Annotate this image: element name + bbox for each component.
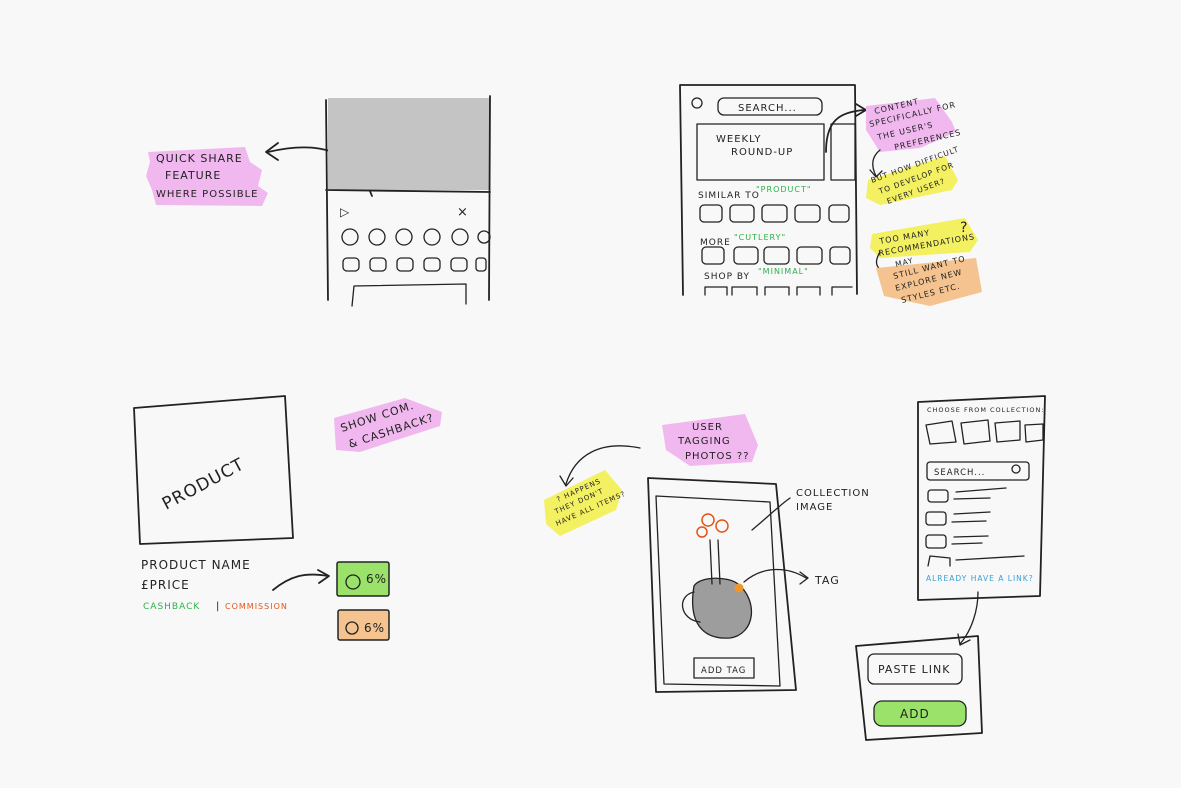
user-tagging-line-3: PHOTOS ?? [685,451,750,462]
recommendations-sketch: SEARCH... WEEKLY ROUND-UP SIMILAR TO "PR… [679,84,982,306]
tag-label: TAG [814,574,840,587]
tag-phone-outline [647,477,797,693]
tag-arrow [743,568,809,585]
share-sheet-icon: ▷ [340,205,350,219]
picker-search-input[interactable] [926,461,1030,481]
quick-share-line-1: QUICK SHARE [156,152,243,165]
product-name: PRODUCT NAME [141,558,251,572]
quick-share-line-2: FEATURE [165,169,221,182]
explore-line-1: MAY [894,256,914,269]
paste-link-panel [855,635,983,741]
quick-share-sticky [146,147,268,206]
share-sheet-backdrop [328,98,490,190]
more-value: "CUTLERY" [734,233,786,242]
paste-link-label: PASTE LINK [878,663,950,676]
commission-badge [337,609,390,641]
difficult-arrow [869,149,883,178]
reco-search-bar[interactable] [717,97,823,116]
add-tag-button[interactable] [693,657,755,679]
too-many-question: ? [960,220,968,236]
quick-share-sketch: QUICK SHARE FEATURE WHERE POSSIBLE ▷ × [146,95,491,307]
close-icon[interactable]: × [457,205,469,220]
vase-neck [709,539,721,585]
reco-phone-outline [679,84,858,296]
tag-dot[interactable] [734,583,744,593]
cashback-badge [336,561,390,597]
product-sketch: PRODUCT PRODUCT NAME £PRICE CASHBACK | C… [133,395,442,641]
shop-value: "MINIMAL" [758,267,809,276]
weekly-label-1: WEEKLY [716,134,761,145]
product-price: £PRICE [141,578,190,592]
happens-arrow [559,445,641,487]
weekly-label-2: ROUND-UP [731,147,793,158]
profile-icon[interactable] [691,97,703,109]
similar-prefix: SIMILAR TO [698,191,760,201]
share-apps-row [342,257,487,272]
badge-arrow [272,569,330,591]
already-link-text[interactable]: ALREADY HAVE A LINK? [926,574,1034,583]
product-box-label: PRODUCT [159,454,248,514]
content-sticky [866,98,956,152]
tagging-sketch: USER TAGGING PHOTOS ?? ? HAPPENS THEY DO… [544,414,870,693]
show-com-sticky [334,398,442,452]
reco-search-label: SEARCH... [738,103,797,114]
add-tag-label: ADD TAG [701,666,746,676]
too-many-sticky [870,218,978,258]
vase-body [692,577,752,639]
shop-prefix: SHOP BY [704,272,750,282]
happens-sticky [544,470,622,536]
content-arrow [825,103,867,153]
weekly-roundup-card[interactable] [696,123,825,181]
picker-outline [917,395,1046,601]
similar-value: "PRODUCT" [756,185,812,194]
add-button[interactable] [873,700,967,727]
user-tagging-sticky [662,414,758,466]
difficult-sticky [866,156,958,205]
paste-link-input[interactable] [867,653,963,685]
add-button-label: ADD [900,707,930,721]
cashback-label: CASHBACK [143,602,200,612]
collection-picker-sketch: CHOOSE FROM COLLECTION: SEARCH... ALREAD… [855,395,1046,741]
search-icon[interactable] [1011,464,1021,474]
commission-badge-value: 6% [364,621,385,635]
label-separator: | [216,601,220,612]
collection-image-frame [655,495,781,687]
cashback-badge-value: 6% [366,572,387,586]
explore-sticky [876,258,982,306]
flower-1 [701,513,715,527]
collection-thumbnails[interactable] [925,419,1044,445]
similar-row [699,204,850,223]
money-bag-icon-2 [345,621,359,635]
collection-arrow [751,497,791,531]
user-tagging-line-2: TAGGING [677,436,731,447]
more-prefix: MORE [700,238,731,248]
money-bag-icon [345,574,361,590]
quick-share-line-3: WHERE POSSIBLE [156,189,258,200]
more-row [701,246,851,265]
share-action-bar[interactable] [351,283,467,307]
flower-2 [715,519,729,533]
picker-list [925,487,1025,567]
phone-outline [325,95,491,301]
next-card[interactable] [830,123,856,181]
share-contacts-row [341,228,491,246]
choose-collection-label: CHOOSE FROM COLLECTION: [927,406,1045,414]
product-box[interactable] [133,395,294,545]
collection-label-1: COLLECTION [796,488,870,499]
picker-search-label: SEARCH... [934,468,985,478]
flower-3 [696,526,708,538]
shop-row [704,286,853,296]
collection-label-2: IMAGE [796,502,833,513]
vase-handle [682,591,701,623]
commission-label: COMMISSION [225,602,288,611]
user-tagging-line-1: USER [692,422,723,433]
